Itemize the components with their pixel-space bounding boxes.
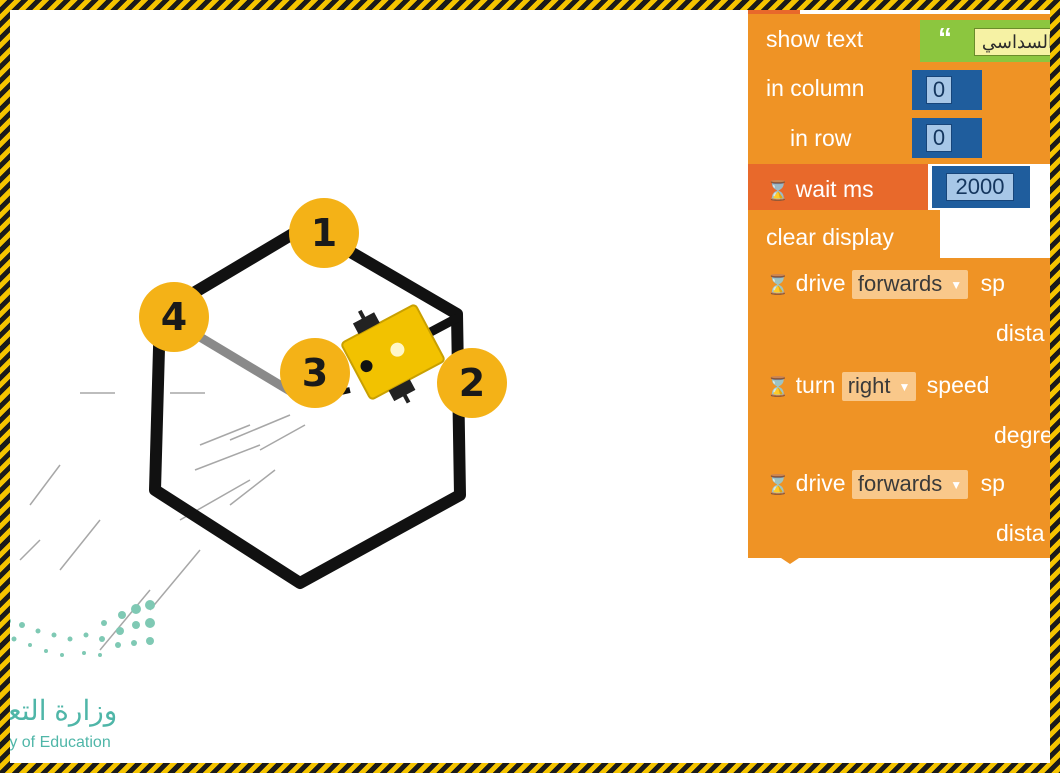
drive-1-label: drive — [795, 270, 846, 296]
in-column-label: in column — [766, 75, 865, 101]
robot[interactable] — [332, 286, 455, 417]
canvas: 1 2 3 4 وزارة التعـ ry of Education show… — [10, 10, 1050, 763]
drive-2-direction-dropdown[interactable]: forwards ▼ — [851, 470, 969, 499]
column-value-field[interactable]: 0 — [926, 76, 952, 104]
turn-right-block[interactable]: ⌛turn right ▼ speed degre — [748, 358, 1050, 458]
text-value-field[interactable]: السداسي — [974, 28, 1050, 56]
turn-direction: right — [847, 373, 891, 398]
dropdown-arrow-icon: ▼ — [898, 380, 911, 395]
drive-forwards-block-1[interactable]: ⌛drive forwards ▼ sp dista — [748, 258, 1050, 358]
previous-block-tab — [748, 10, 800, 14]
clear-display-label: clear display — [766, 224, 894, 250]
drive-1-direction: forwards — [857, 271, 943, 296]
dropdown-arrow-icon: ▼ — [950, 278, 963, 293]
row-value-field[interactable]: 0 — [926, 124, 952, 152]
wait-label-wrap: ⌛wait ms — [766, 176, 874, 203]
turn-speed-label: speed — [926, 372, 990, 398]
badge-2: 2 — [437, 348, 507, 418]
drive-2-distance-label: dista — [996, 520, 1045, 546]
column-number-block[interactable]: 0 — [912, 70, 982, 110]
drive-1-direction-dropdown[interactable]: forwards ▼ — [851, 270, 969, 299]
ministry-name-english: ry of Education — [10, 734, 111, 751]
wait-value-field[interactable]: 2000 — [946, 173, 1014, 201]
show-text-label: show text — [766, 26, 864, 52]
motion-trail-lines — [19, 392, 306, 651]
row-number-block[interactable]: 0 — [912, 118, 982, 158]
badge-3: 3 — [280, 338, 350, 408]
drive-1-label-wrap: ⌛drive forwards ▼ sp — [766, 270, 1005, 299]
ministry-name-arabic: وزارة التعـ — [10, 695, 118, 726]
hourglass-icon: ⌛ — [766, 475, 790, 496]
wait-block[interactable]: ⌛wait ms — [748, 164, 928, 210]
drive-2-direction: forwards — [857, 471, 943, 496]
dropdown-arrow-icon: ▼ — [950, 478, 963, 493]
hourglass-icon: ⌛ — [766, 181, 790, 202]
drive-2-label-wrap: ⌛drive forwards ▼ sp — [766, 470, 1005, 499]
ministry-logo-dots — [10, 600, 155, 657]
drive-2-speed-label: sp — [980, 470, 1005, 496]
badge-1: 1 — [289, 198, 359, 268]
turn-degrees-label: degre — [994, 422, 1050, 448]
hourglass-icon: ⌛ — [766, 275, 790, 296]
turn-label-wrap: ⌛turn right ▼ speed — [766, 372, 989, 401]
drive-1-speed-label: sp — [980, 270, 1005, 296]
turn-direction-dropdown[interactable]: right ▼ — [841, 372, 917, 401]
text-value-block[interactable]: “ السداسي — [920, 20, 1050, 62]
in-row-label: in row — [790, 125, 852, 151]
wait-label: wait ms — [795, 176, 874, 202]
hourglass-icon: ⌛ — [766, 377, 790, 398]
drive-2-label: drive — [795, 470, 846, 496]
badge-4: 4 — [139, 282, 209, 352]
drive-1-distance-label: dista — [996, 320, 1045, 346]
block-bottom-notch — [778, 556, 802, 564]
clear-display-block[interactable]: clear display — [748, 210, 940, 258]
drive-forwards-block-2[interactable]: ⌛drive forwards ▼ sp dista — [748, 458, 1050, 558]
wait-number-block[interactable]: 2000 — [932, 166, 1030, 208]
open-quote: “ — [938, 22, 952, 53]
turn-label: turn — [795, 372, 836, 398]
